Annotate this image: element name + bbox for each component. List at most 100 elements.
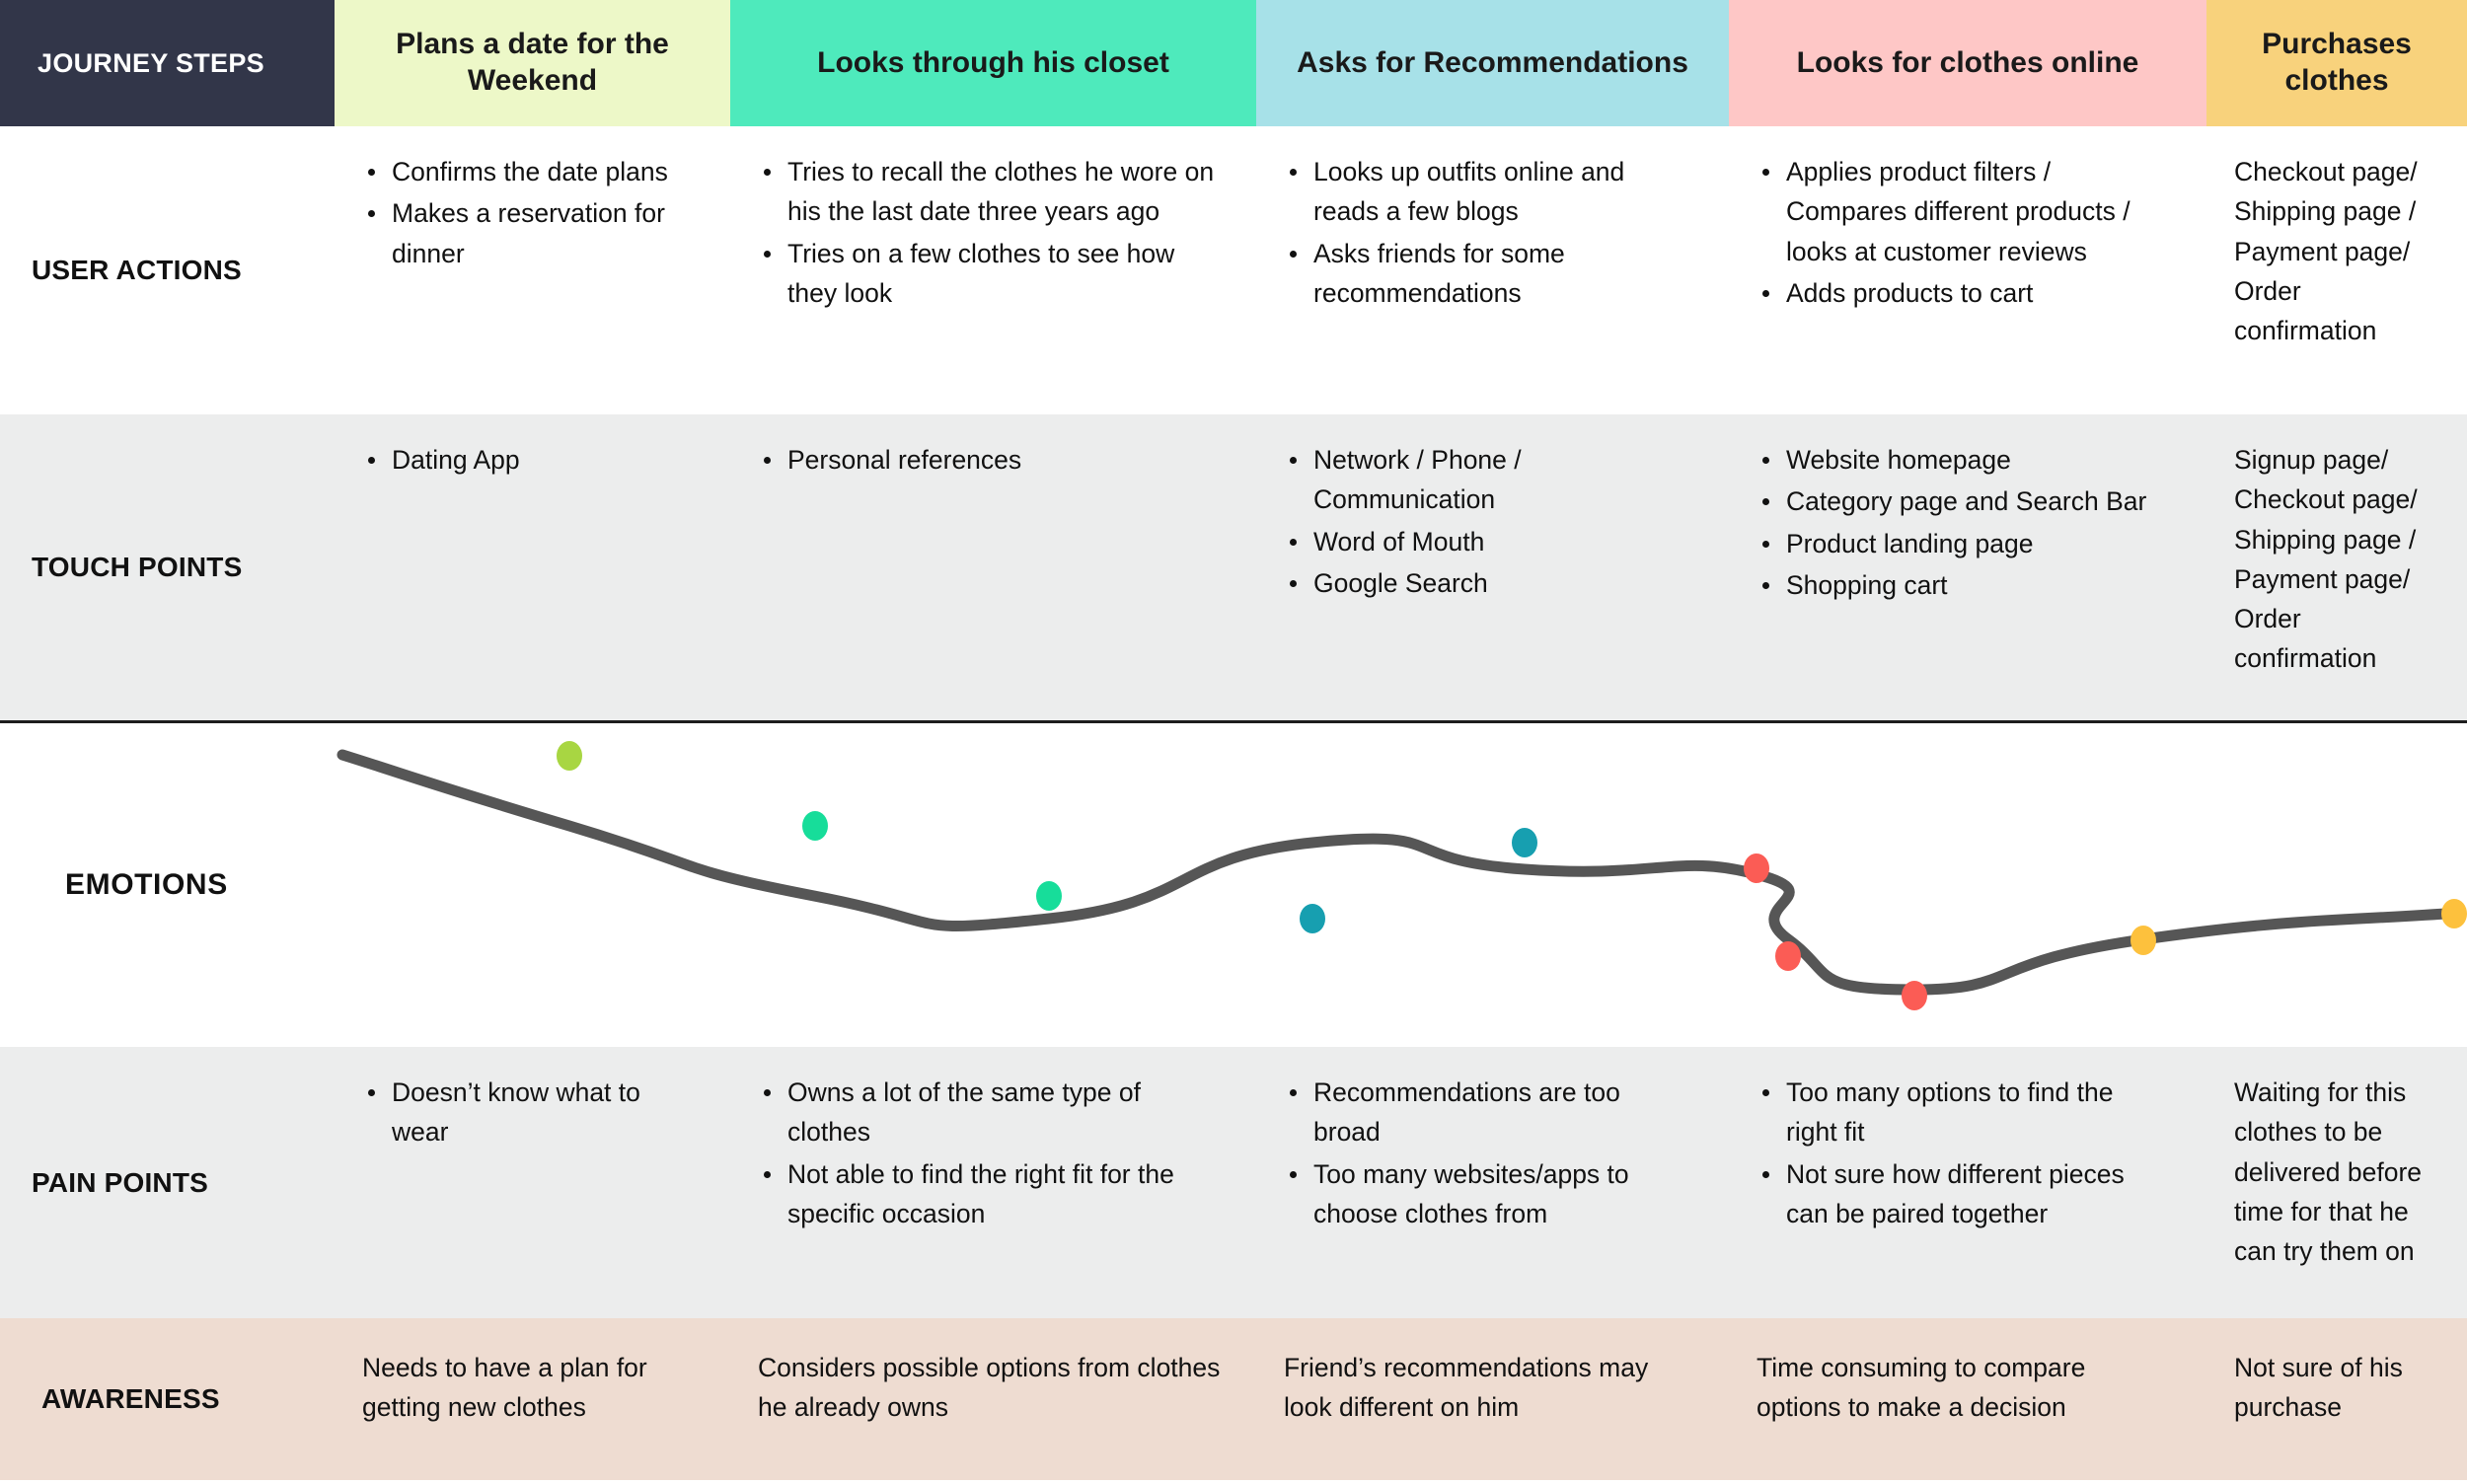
touch-points-cell-2: Personal references (730, 414, 1256, 720)
row-emotions: EMOTIONS (0, 723, 2467, 1047)
list-item: Applies product filters / Compares diffe… (1757, 152, 2171, 271)
user-actions-cell-5: Checkout page/Shipping page / Payment pag… (2206, 126, 2467, 414)
text-block: Waiting for this clothes to be delivered… (2234, 1073, 2431, 1271)
bullet-list: Dating App (362, 440, 695, 480)
text-line: Order confirmation (2234, 275, 2377, 346)
emotion-point-9[interactable] (2131, 926, 2156, 955)
awareness-cell-4: Time consuming to compare options to mak… (1729, 1318, 2206, 1480)
list-item: Doesn’t know what to wear (362, 1073, 695, 1152)
awareness-cell-3: Friend’s recommendations may look differ… (1256, 1318, 1729, 1480)
list-item: Website homepage (1757, 440, 2171, 480)
text-line: Shipping page / (2234, 196, 2417, 227)
emotion-point-8[interactable] (1902, 981, 1927, 1010)
row-label-user-actions-text: USER ACTIONS (32, 255, 242, 285)
row-label-emotions-text: EMOTIONS (65, 868, 228, 901)
journey-step-1-label: Plans a date for the Weekend (396, 28, 669, 97)
text-block: Friend’s recommendations may look differ… (1284, 1348, 1693, 1428)
journey-step-2-label: Looks through his closet (817, 45, 1169, 79)
journey-step-1[interactable]: Plans a date for the Weekend (335, 0, 730, 126)
list-item: Looks up outfits online and reads a few … (1284, 152, 1693, 232)
section-divider (0, 720, 2467, 723)
bullet-list: Applies product filters / Compares diffe… (1757, 152, 2171, 313)
row-label-awareness: AWARENESS (0, 1318, 335, 1480)
emotions-curve-chart (336, 741, 2467, 1010)
text-block: Needs to have a plan for getting new clo… (362, 1348, 695, 1428)
text-line: Payment page/ (2234, 563, 2411, 594)
text-line: Considers possible options from clothes … (758, 1352, 1221, 1422)
journey-step-3-label: Asks for Recommendations (1297, 45, 1688, 79)
row-awareness: AWARENESS Needs to have a plan for getti… (0, 1318, 2467, 1480)
list-item: Too many websites/apps to choose clothes… (1284, 1154, 1693, 1234)
text-line: Friend’s recommendations may look differ… (1284, 1352, 1649, 1422)
journey-step-2[interactable]: Looks through his closet (730, 0, 1256, 126)
bullet-list: Doesn’t know what to wear (362, 1073, 695, 1152)
row-label-pain-points: PAIN POINTS (0, 1047, 335, 1318)
text-line: Checkout page/ (2234, 484, 2418, 515)
emotion-point-4[interactable] (1300, 904, 1325, 933)
list-item: Product landing page (1757, 524, 2171, 563)
emotion-point-2[interactable] (802, 811, 828, 841)
emotion-point-1[interactable] (557, 741, 582, 771)
emotions-curve-line (336, 749, 2463, 996)
journey-steps-label: JOURNEY STEPS (37, 47, 264, 78)
journey-step-4[interactable]: Looks for clothes online (1729, 0, 2206, 126)
emotion-point-7[interactable] (1775, 941, 1801, 971)
pain-points-cell-5: Waiting for this clothes to be delivered… (2206, 1047, 2467, 1318)
text-block: Checkout page/Shipping page / Payment pag… (2234, 152, 2431, 350)
touch-points-cell-1: Dating App (335, 414, 730, 720)
header-label-cell: JOURNEY STEPS (0, 0, 335, 126)
list-item: Not sure how different pieces can be pai… (1757, 1154, 2171, 1234)
awareness-cell-1: Needs to have a plan for getting new clo… (335, 1318, 730, 1480)
text-line: Checkout page/ (2234, 157, 2418, 186)
row-label-user-actions: USER ACTIONS (0, 126, 335, 414)
list-item: Too many options to find the right fit (1757, 1073, 2171, 1152)
text-line: Time consuming to compare options to mak… (1757, 1352, 2086, 1422)
row-label-touch-points: TOUCH POINTS (0, 414, 335, 720)
row-label-touch-points-text: TOUCH POINTS (32, 552, 243, 582)
user-actions-cell-2: Tries to recall the clothes he wore on h… (730, 126, 1256, 414)
journey-step-5[interactable]: Purchases clothes (2206, 0, 2467, 126)
list-item: Dating App (362, 440, 695, 480)
text-line: Shipping page / (2234, 524, 2417, 555)
list-item: Tries on a few clothes to see how they l… (758, 234, 1221, 314)
journey-step-5-label: Purchases clothes (2262, 28, 2412, 97)
list-item: Makes a reservation for dinner (362, 193, 695, 273)
user-actions-cell-3: Looks up outfits online and reads a few … (1256, 126, 1729, 414)
list-item: Owns a lot of the same type of clothes (758, 1073, 1221, 1152)
list-item: Word of Mouth (1284, 522, 1693, 561)
row-touch-points: TOUCH POINTS Dating App Personal referen… (0, 414, 2467, 720)
bullet-list: Tries to recall the clothes he wore on h… (758, 152, 1221, 313)
bullet-list: Personal references (758, 440, 1221, 480)
pain-points-cell-1: Doesn’t know what to wear (335, 1047, 730, 1318)
journey-step-3[interactable]: Asks for Recommendations (1256, 0, 1729, 126)
text-line: Payment page/ (2234, 236, 2411, 266)
list-item: Recommendations are too broad (1284, 1073, 1693, 1152)
list-item: Network / Phone / Communication (1284, 440, 1693, 520)
bullet-list: Looks up outfits online and reads a few … (1284, 152, 1693, 313)
text-line: Order confirmation (2234, 604, 2377, 674)
row-label-pain-points-text: PAIN POINTS (32, 1166, 209, 1198)
list-item: Adds products to cart (1757, 273, 2171, 313)
list-item: Not able to find the right fit for the s… (758, 1154, 1221, 1234)
emotion-point-6[interactable] (1744, 853, 1769, 883)
list-item: Personal references (758, 440, 1221, 480)
list-item: Shopping cart (1757, 565, 2171, 605)
awareness-cell-2: Considers possible options from clothes … (730, 1318, 1256, 1480)
emotion-point-5[interactable] (1512, 828, 1537, 857)
emotion-point-3[interactable] (1036, 881, 1062, 911)
touch-points-cell-5: Signup page/Checkout page/Shipping page … (2206, 414, 2467, 720)
journey-step-4-label: Looks for clothes online (1796, 45, 2139, 79)
emotion-point-10[interactable] (2441, 899, 2467, 928)
text-block: Considers possible options from clothes … (758, 1348, 1221, 1428)
text-line: Waiting for this clothes to be delivered… (2234, 1077, 2423, 1267)
